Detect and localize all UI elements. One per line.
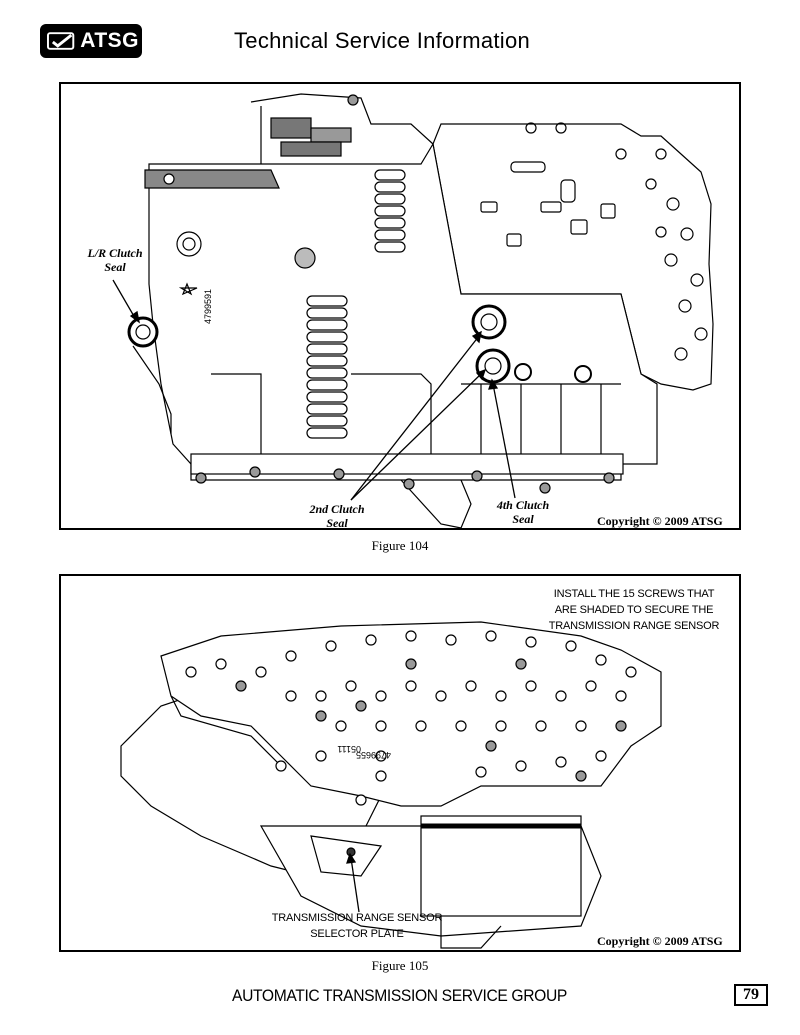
fourth-clutch-seal-label-line1: 4th Clutch bbox=[496, 498, 550, 512]
second-clutch-seal-callout: 2nd Clutch Seal bbox=[301, 502, 373, 530]
screw-instruction-line1: INSTALL THE 15 SCREWS THAT bbox=[553, 588, 715, 600]
valve-body-illustration-105: 4799655 05111 bbox=[120, 621, 662, 949]
figure-105-caption: Figure 105 bbox=[371, 958, 429, 973]
logo-text: ATSG bbox=[80, 29, 139, 52]
page-number: 79 bbox=[734, 984, 768, 1006]
lr-clutch-seal-callout: L/R Clutch Seal bbox=[79, 246, 151, 274]
part-number-104: 4799591 bbox=[203, 289, 213, 324]
copyright-105: Copyright © 2009 ATSG bbox=[597, 934, 723, 948]
second-clutch-seal-label-line2: Seal bbox=[326, 516, 348, 530]
fourth-clutch-seal-callout: 4th Clutch Seal bbox=[487, 498, 559, 526]
lr-clutch-seal-label-line2: Seal bbox=[104, 260, 126, 274]
footer-organization: AUTOMATIC TRANSMISSION SERVICE GROUP bbox=[232, 986, 567, 1005]
selector-plate-line1: TRANSMISSION RANGE SENSOR bbox=[271, 912, 443, 924]
screw-instruction-line2: ARE SHADED TO SECURE THE bbox=[554, 604, 714, 616]
fourth-clutch-seal-label-line2: Seal bbox=[512, 512, 534, 526]
part-code-105: 05111 bbox=[337, 744, 361, 754]
figure-104-box: 4799591 L/R Clutch Seal 2nd Clutch Seal … bbox=[59, 82, 741, 530]
valve-body-illustration-104: 4799591 bbox=[112, 93, 714, 528]
selector-plate-line2: SELECTOR PLATE bbox=[310, 928, 404, 940]
part-number-105: 4799655 bbox=[356, 750, 391, 760]
lr-clutch-seal-label-line1: L/R Clutch bbox=[87, 246, 143, 260]
copyright-104: Copyright © 2009 ATSG bbox=[597, 514, 723, 528]
screw-instruction-line3: TRANSMISSION RANGE SENSOR bbox=[548, 620, 720, 632]
figure-104-caption: Figure 104 bbox=[371, 538, 429, 553]
figure-105-box: 4799655 05111 INSTALL THE 15 SCREWS THAT… bbox=[59, 574, 741, 952]
selector-plate-callout: TRANSMISSION RANGE SENSOR SELECTOR PLATE bbox=[239, 910, 475, 942]
check-mark-icon bbox=[47, 32, 75, 50]
atsg-logo: ATSG bbox=[40, 24, 142, 58]
second-clutch-seal-label-line1: 2nd Clutch bbox=[309, 502, 365, 516]
screw-instruction-callout: INSTALL THE 15 SCREWS THAT ARE SHADED TO… bbox=[529, 586, 739, 634]
page-title: Technical Service Information bbox=[234, 28, 531, 53]
